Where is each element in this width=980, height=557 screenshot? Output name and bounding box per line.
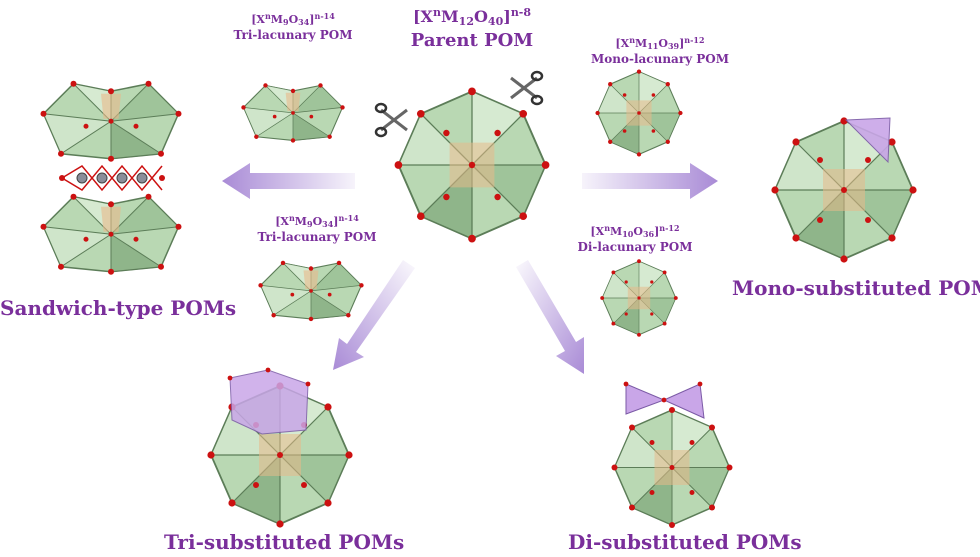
parent-pom-structure bbox=[393, 86, 551, 244]
formula-m-sub: 9 bbox=[306, 219, 313, 229]
tri-lacunary-structure-bottom bbox=[257, 260, 365, 322]
formula-x: X bbox=[595, 225, 605, 238]
tri-bottom-formula: [XnM9O34]n-14 bbox=[275, 213, 359, 229]
formula-n: n bbox=[432, 6, 441, 19]
formula-m: M bbox=[294, 215, 307, 228]
formula-x: X bbox=[280, 215, 289, 228]
formula-n: n bbox=[288, 213, 295, 223]
formula-o: O bbox=[312, 215, 323, 228]
formula-o: O bbox=[288, 13, 299, 26]
arrow-to-mono bbox=[582, 163, 718, 199]
tri-substituted-structure bbox=[206, 367, 354, 529]
formula-n: n bbox=[264, 11, 271, 21]
arrow-to-di bbox=[516, 260, 584, 374]
formula-o: O bbox=[633, 225, 643, 238]
formula-o-sub: 40 bbox=[487, 15, 504, 28]
arrow-to-sandwich bbox=[222, 163, 355, 199]
formula-m-sub: 11 bbox=[647, 41, 659, 51]
parent-pom-name: Parent POM bbox=[410, 30, 534, 51]
mono-substituted-structure bbox=[770, 116, 918, 264]
formula-x: X bbox=[420, 7, 433, 26]
formula-charge: n-12 bbox=[659, 223, 680, 233]
formula-o-sub: 36 bbox=[642, 229, 655, 239]
sandwich-label: Sandwich-type POMs bbox=[0, 296, 237, 320]
tri-top-name: Tri-lacunary POM bbox=[233, 28, 353, 42]
mono-lacunary-label: [XnM11O39]n-12 Mono-lacunary POM bbox=[580, 34, 740, 66]
formula-o: O bbox=[473, 7, 488, 26]
arrow-to-tri bbox=[333, 260, 415, 370]
formula-o-sub: 39 bbox=[667, 41, 680, 51]
parent-pom-label: [XnM12O40]n-8 Parent POM bbox=[402, 4, 542, 51]
mono-lacunary-structure bbox=[594, 68, 684, 158]
di-substituted-label: Di-substituted POMs bbox=[568, 530, 802, 554]
tri-lacunary-top-label: [XnM9O34]n-14 Tri-lacunary POM bbox=[228, 10, 358, 42]
di-lacunary-label: [XnM10O36]n-12 Di-lacunary POM bbox=[560, 222, 710, 254]
formula-m-sub: 10 bbox=[622, 229, 634, 239]
formula-m: M bbox=[635, 37, 648, 50]
formula-charge: n-8 bbox=[510, 6, 532, 19]
sandwich-structure bbox=[39, 79, 183, 276]
formula-o: O bbox=[658, 37, 668, 50]
mono-substituted-label: Mono-substituted POMs bbox=[732, 276, 980, 300]
formula-m: M bbox=[610, 225, 623, 238]
formula-n: n bbox=[604, 223, 611, 233]
formula-charge: n-12 bbox=[684, 35, 705, 45]
tri-substituted-label: Tri-substituted POMs bbox=[164, 530, 405, 554]
parent-formula: [XnM12O40]n-8 bbox=[412, 6, 532, 28]
formula-x: X bbox=[256, 13, 265, 26]
formula-m: M bbox=[270, 13, 283, 26]
mono-formula: [XnM11O39]n-12 bbox=[615, 35, 705, 51]
formula-m-sub: 9 bbox=[282, 17, 289, 27]
di-formula: [XnM10O36]n-12 bbox=[590, 223, 680, 239]
scissors-icon bbox=[374, 102, 409, 138]
formula-o-sub: 34 bbox=[322, 219, 334, 229]
tri-lacunary-bottom-label: [XnM9O34]n-14 Tri-lacunary POM bbox=[252, 212, 382, 244]
formula-n: n bbox=[629, 35, 636, 45]
tri-top-formula: [XnM9O34]n-14 bbox=[251, 11, 335, 27]
tri-bottom-name: Tri-lacunary POM bbox=[257, 230, 377, 244]
mono-name: Mono-lacunary POM bbox=[590, 52, 730, 66]
di-substituted-structure bbox=[610, 381, 734, 529]
formula-charge: n-14 bbox=[314, 11, 335, 21]
di-name: Di-lacunary POM bbox=[577, 240, 693, 254]
tri-lacunary-structure-top bbox=[240, 82, 346, 144]
formula-o-sub: 34 bbox=[298, 17, 310, 27]
formula-charge: n-14 bbox=[338, 213, 359, 223]
di-lacunary-structure bbox=[599, 258, 679, 338]
formula-x: X bbox=[620, 37, 630, 50]
formula-m-sub: 12 bbox=[458, 15, 474, 28]
scissors-icon bbox=[509, 70, 544, 106]
formula-m: M bbox=[440, 7, 459, 26]
